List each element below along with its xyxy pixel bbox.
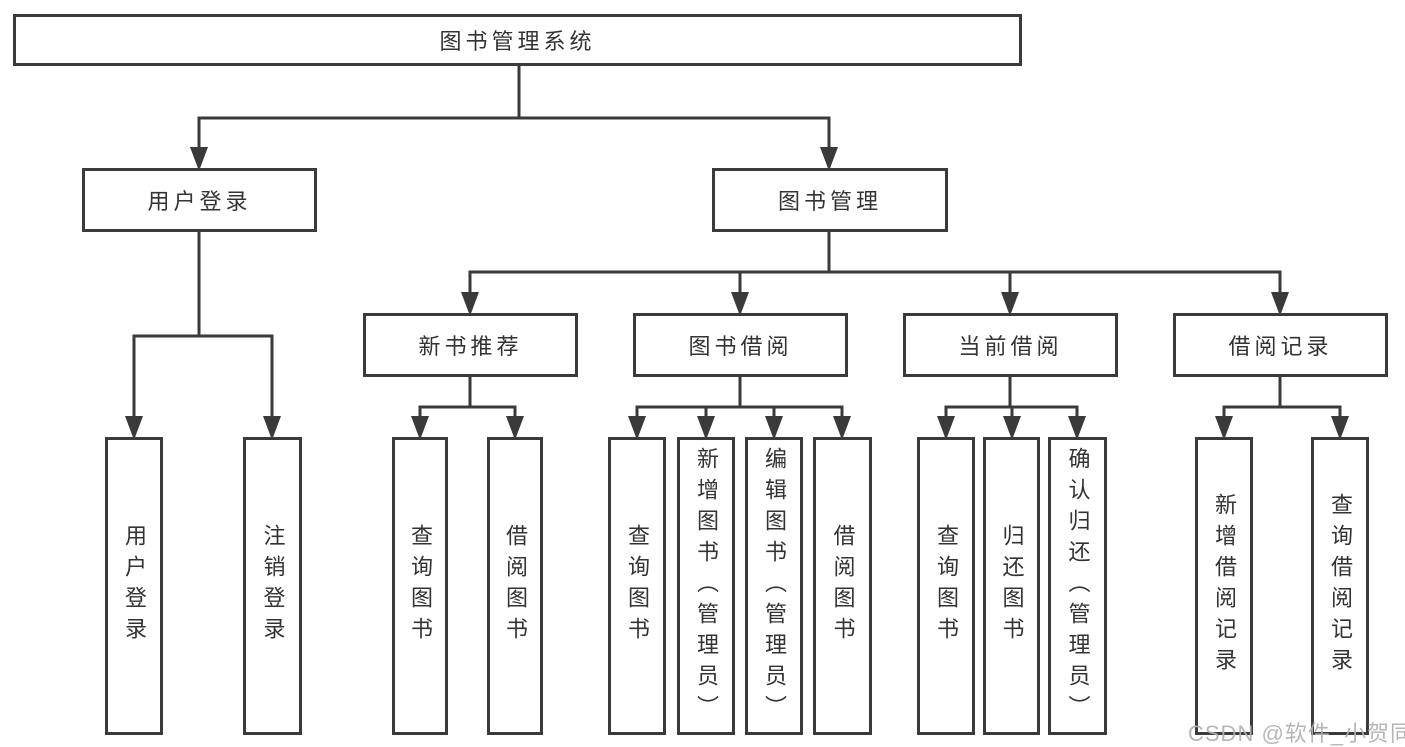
node-label: 借阅图书 <box>503 524 528 648</box>
node-label: 借阅图书 <box>830 524 856 648</box>
node-label: 图书借阅 <box>688 334 793 359</box>
node-label: 新增借阅记录 <box>1212 493 1237 679</box>
arrow-down-icon <box>937 416 955 440</box>
leaf-add-borrow-record: 新增借阅记录 <box>1195 437 1253 735</box>
arrow-down-icon <box>1271 292 1289 316</box>
node-borrow-records: 借阅记录 <box>1173 313 1388 377</box>
arrow-down-icon <box>190 147 208 171</box>
node-label: 当前借阅 <box>958 334 1063 359</box>
connector-current-borrow-children <box>937 377 1086 440</box>
node-label: 查询借阅记录 <box>1328 493 1353 679</box>
arrow-down-icon <box>506 416 524 440</box>
leaf-add-books-admin: 新增图书（管理员） <box>677 437 735 735</box>
arrow-down-icon <box>820 147 838 171</box>
arrow-down-icon <box>628 416 646 440</box>
node-label: 用户登录 <box>147 189 252 214</box>
arrow-down-icon <box>765 416 783 440</box>
connector-book-management-children <box>461 232 1289 316</box>
leaf-query-books-current: 查询图书 <box>917 437 975 735</box>
node-label: 注销登录 <box>260 524 286 648</box>
arrow-down-icon <box>833 416 851 440</box>
node-label: 借阅记录 <box>1228 334 1333 359</box>
node-label: 确认归还（管理员） <box>1065 446 1091 726</box>
leaf-borrow-books: 借阅图书 <box>813 437 872 735</box>
connector-borrow-record-children <box>1215 377 1349 440</box>
node-user-login: 用户登录 <box>82 168 317 232</box>
node-label: 图书管理系统 <box>439 29 596 54</box>
node-label: 查询图书 <box>625 524 650 648</box>
leaf-confirm-return-admin: 确认归还（管理员） <box>1048 437 1107 735</box>
leaf-edit-books-admin: 编辑图书（管理员） <box>745 437 803 735</box>
arrow-down-icon <box>263 416 281 440</box>
connector-root-to-level2 <box>190 66 838 171</box>
node-book-management: 图书管理 <box>712 168 948 232</box>
arrow-down-icon <box>1068 416 1086 440</box>
node-book-borrow: 图书借阅 <box>633 313 848 377</box>
leaf-logout: 注销登录 <box>243 437 302 735</box>
leaf-query-borrow-record: 查询借阅记录 <box>1311 437 1369 735</box>
leaf-query-books-borrow: 查询图书 <box>608 437 666 735</box>
node-label: 新书推荐 <box>418 334 523 359</box>
node-new-book-recommend: 新书推荐 <box>363 313 578 377</box>
node-label: 新增图书（管理员） <box>694 446 719 726</box>
leaf-return-books: 归还图书 <box>983 437 1040 735</box>
arrow-down-icon <box>1003 416 1021 440</box>
arrow-down-icon <box>697 416 715 440</box>
arrow-down-icon <box>1215 416 1233 440</box>
connector-book-borrow-children <box>628 377 851 440</box>
leaf-user-login: 用户登录 <box>105 437 163 735</box>
arrow-down-icon <box>1331 416 1349 440</box>
connector-new-book-children <box>411 377 524 440</box>
node-label: 查询图书 <box>408 524 433 648</box>
connector-user-login-children <box>125 232 281 440</box>
arrow-down-icon <box>731 292 749 316</box>
node-label: 图书管理 <box>777 189 882 214</box>
arrow-down-icon <box>1001 292 1019 316</box>
node-root-system: 图书管理系统 <box>13 14 1022 66</box>
node-label: 归还图书 <box>999 524 1025 648</box>
node-label: 用户登录 <box>122 524 147 648</box>
arrow-down-icon <box>461 292 479 316</box>
leaf-query-books-recommend: 查询图书 <box>392 437 448 735</box>
arrow-down-icon <box>125 416 143 440</box>
node-label: 编辑图书（管理员） <box>762 446 787 726</box>
node-current-borrow: 当前借阅 <box>903 313 1118 377</box>
csdn-watermark: CSDN @软件_小贺同学 <box>1188 721 1405 746</box>
node-label: 查询图书 <box>934 524 959 648</box>
leaf-borrow-books-recommend: 借阅图书 <box>487 437 543 735</box>
arrow-down-icon <box>411 416 429 440</box>
